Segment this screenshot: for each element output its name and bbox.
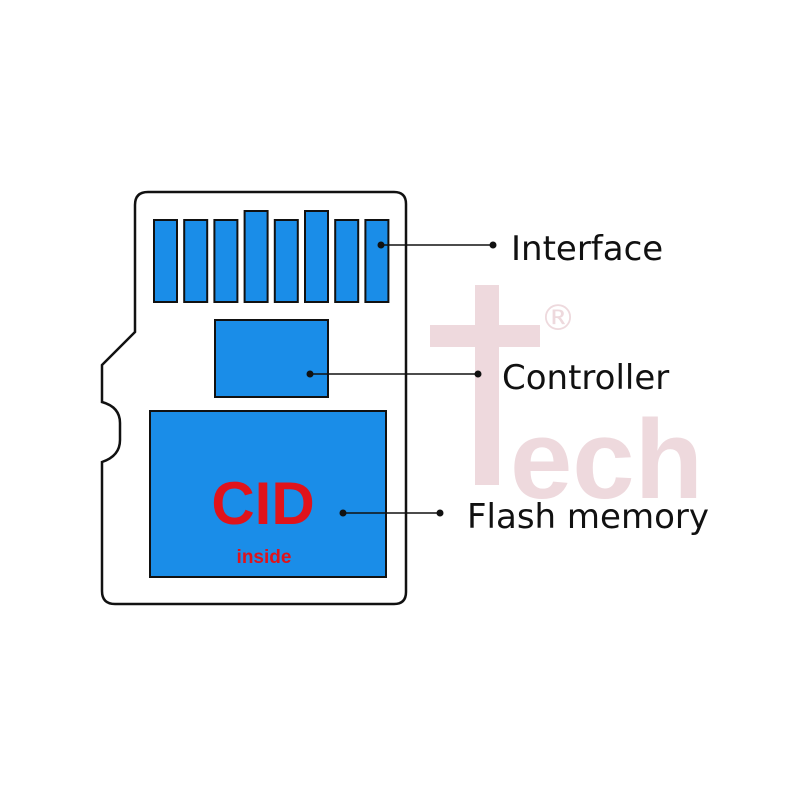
flash-memory-label: Flash memory <box>467 497 709 537</box>
interface-pin <box>364 219 390 303</box>
cid-text: CID <box>211 470 314 537</box>
interface-label: Interface <box>511 229 663 269</box>
interface-pin <box>153 219 178 303</box>
leader-dots <box>306 241 497 517</box>
cid-inside-text: inside <box>237 547 292 568</box>
leader-lines <box>310 244 493 514</box>
interface-pins <box>153 210 390 303</box>
interface-pin <box>183 219 209 303</box>
interface-pin <box>273 219 299 303</box>
flash-dot-end <box>436 509 444 517</box>
flash-memory-block <box>149 410 387 578</box>
watermark-registered: ® <box>540 298 576 339</box>
watermark-ech: ech <box>510 397 703 522</box>
interface-pin <box>213 219 239 303</box>
controller-dot-end <box>474 370 482 378</box>
interface-pin <box>334 219 360 303</box>
controller-block <box>214 319 329 398</box>
watermark-letter-t-stem <box>475 285 499 485</box>
flash-dot-start <box>339 509 347 517</box>
controller-dot-start <box>306 370 314 378</box>
controller-label: Controller <box>502 358 669 398</box>
interface-pin <box>243 210 269 303</box>
interface-dot-start <box>377 241 385 249</box>
interface-pin <box>304 210 329 303</box>
interface-dot-end <box>489 241 497 249</box>
